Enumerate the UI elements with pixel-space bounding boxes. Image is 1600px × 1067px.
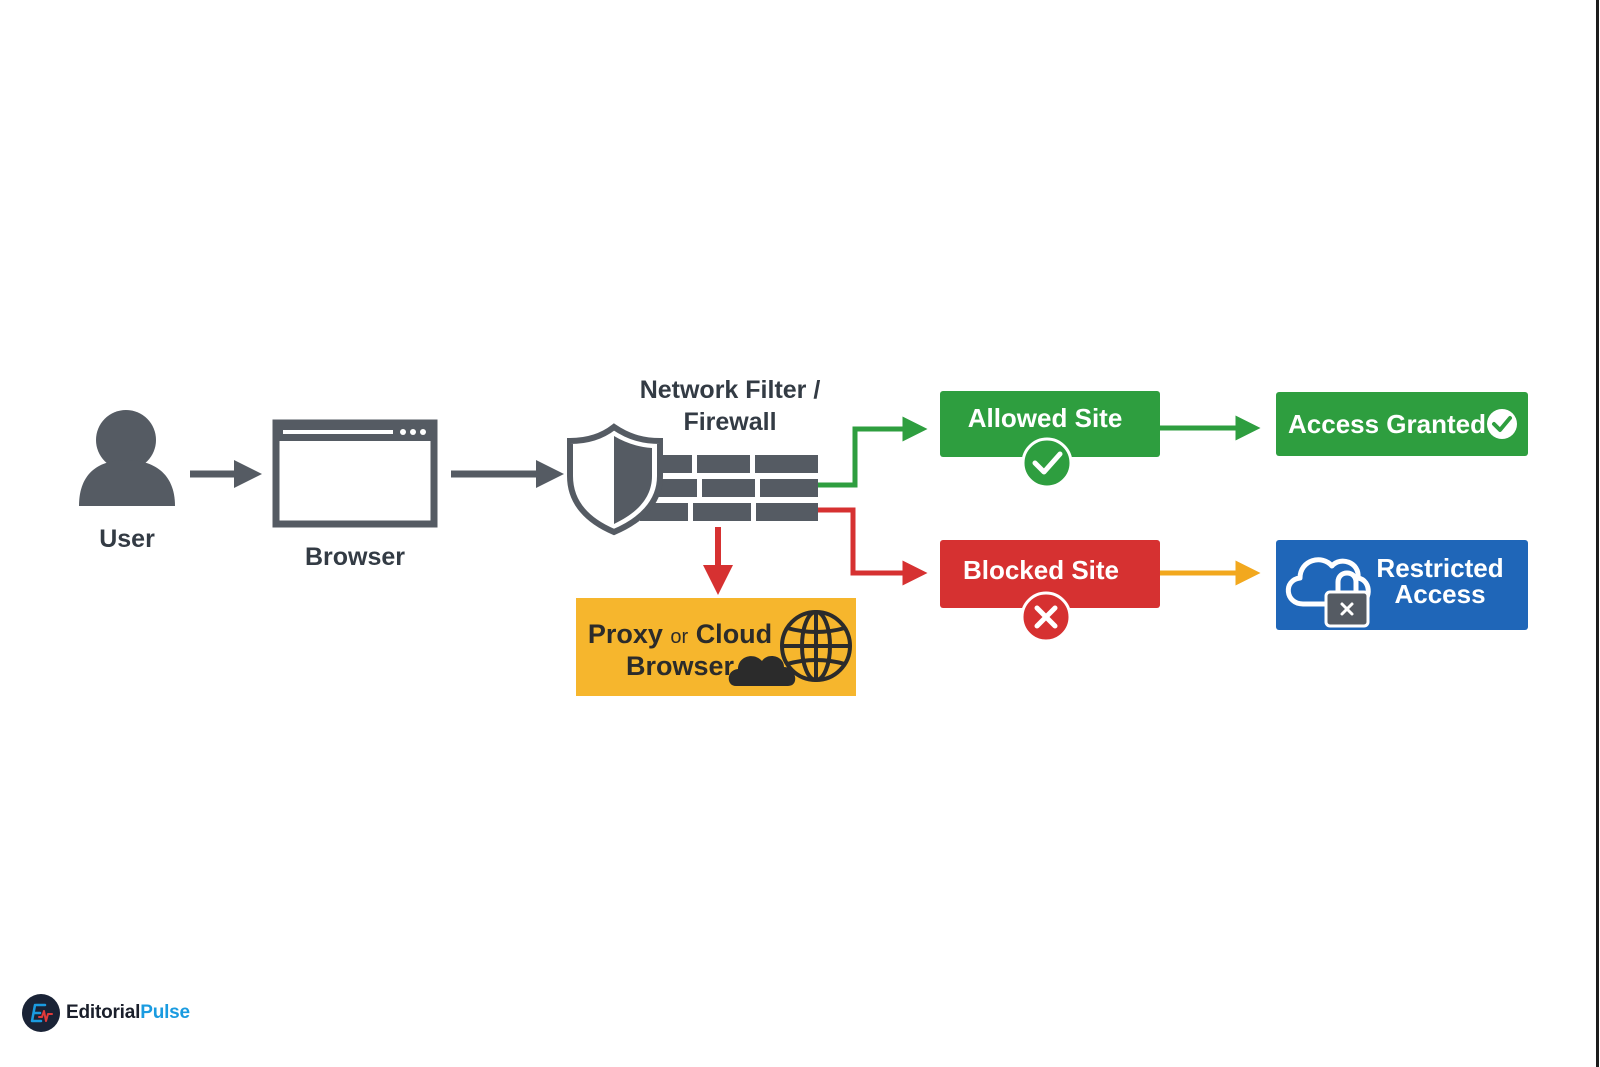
restricted-access-box: Restricted Access <box>1276 540 1528 630</box>
brick-wall-icon <box>640 455 818 521</box>
proxy-cloud-browser-box: Proxy or Cloud Browser <box>576 598 856 696</box>
proxy-label-line2: Browser <box>626 651 735 681</box>
brand-name-part1: Editorial <box>66 1002 141 1023</box>
allowed-site-box: Allowed Site <box>940 391 1160 489</box>
brand-name-part2: Pulse <box>140 1002 190 1023</box>
user-icon <box>79 410 175 506</box>
restricted-access-label-line1: Restricted <box>1376 553 1503 583</box>
cloud-icon <box>728 656 796 686</box>
x-circle-icon <box>1020 591 1072 643</box>
proxy-word-or: or <box>670 626 688 648</box>
restricted-access-label-line2: Access <box>1394 579 1485 609</box>
shield-icon <box>567 423 663 536</box>
brand-name: EditorialPulse <box>66 1002 190 1024</box>
access-granted-box: Access Granted <box>1276 392 1528 456</box>
globe-icon <box>780 610 852 682</box>
brand-mark-icon <box>22 994 60 1032</box>
check-circle-icon <box>1021 437 1073 489</box>
right-edge-rule <box>1596 0 1599 1067</box>
check-circle-icon <box>1487 409 1517 439</box>
editorialpulse-logo: EditorialPulse <box>22 993 190 1033</box>
proxy-word-proxy: Proxy <box>588 619 663 649</box>
allowed-site-label: Allowed Site <box>968 403 1123 433</box>
access-granted-label: Access Granted <box>1288 409 1486 439</box>
cloud-lock-icon <box>1285 557 1371 628</box>
arrow-firewall-to-blocked <box>818 507 928 586</box>
pulse-icon <box>30 1003 53 1023</box>
svg-text:Proxy or Cloud: Proxy or Cloud <box>588 619 772 649</box>
firewall-label-line1: Network Filter / <box>640 376 821 404</box>
arrow-firewall-to-allowed <box>818 416 928 488</box>
proxy-word-cloud: Cloud <box>696 619 772 649</box>
blocked-site-label: Blocked Site <box>963 555 1119 585</box>
firewall-label-line2: Firewall <box>683 408 776 436</box>
blocked-site-box: Blocked Site <box>940 540 1160 643</box>
browser-label: Browser <box>305 543 405 571</box>
user-label: User <box>99 525 155 553</box>
browser-window-icon <box>272 419 438 528</box>
